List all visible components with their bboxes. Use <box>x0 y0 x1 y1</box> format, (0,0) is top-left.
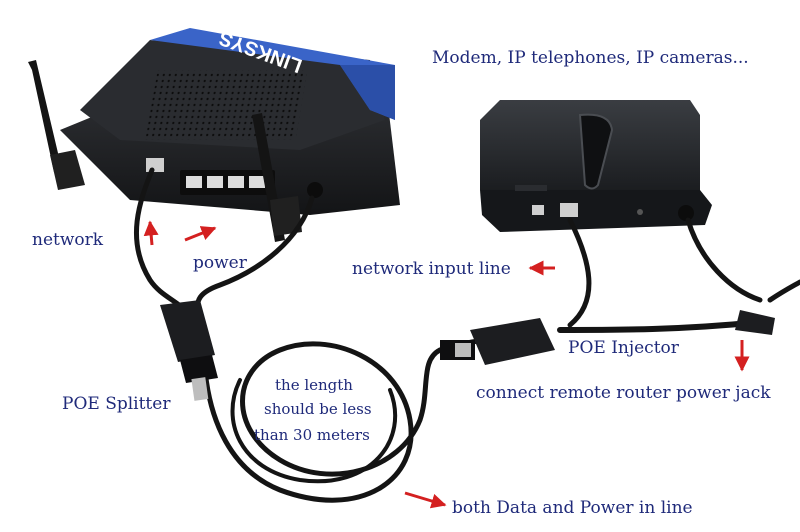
modem-led-stripe <box>578 113 614 190</box>
label-both-lines: both Data and Power in line <box>452 498 693 518</box>
modem-network-port <box>560 203 578 217</box>
router-wan-port <box>146 158 164 172</box>
injector-power-plug <box>735 310 775 335</box>
label-poe-splitter: POE Splitter <box>62 394 171 414</box>
cable-router-to-splitter <box>133 167 188 313</box>
label-remote-power: connect remote router power jack <box>476 383 771 403</box>
cable-modem-power <box>685 217 763 303</box>
label-length-3: than 30 meters <box>254 426 370 444</box>
router-ports <box>146 158 323 198</box>
cable-injector-to-modem <box>567 217 592 328</box>
router: LINKSYS <box>28 26 400 242</box>
arrow-power <box>184 226 217 242</box>
modem-device <box>480 100 712 232</box>
label-length-2: should be less <box>264 400 372 418</box>
poe-splitter <box>160 300 218 401</box>
label-network: network <box>32 230 104 250</box>
label-power: power <box>193 253 247 273</box>
router-antenna-left <box>28 60 62 172</box>
modem-power-jack <box>678 205 694 221</box>
arrow-network <box>143 220 159 246</box>
cable-coil <box>202 341 443 503</box>
label-top-devices: Modem, IP telephones, IP cameras... <box>432 48 749 68</box>
annotation-arrows <box>143 220 750 509</box>
poe-injector <box>440 310 775 365</box>
label-poe-injector: POE Injector <box>568 338 679 358</box>
splitter-plug <box>191 377 209 401</box>
arrow-both-lines <box>404 491 447 509</box>
cables <box>133 167 800 503</box>
router-vents <box>145 70 308 140</box>
modem-front <box>480 190 712 232</box>
label-network-input: network input line <box>352 259 511 279</box>
injector-plug <box>455 343 471 357</box>
modem-phone-port <box>532 205 544 215</box>
label-length-1: the length <box>275 376 353 394</box>
router-power-jack <box>307 182 323 198</box>
